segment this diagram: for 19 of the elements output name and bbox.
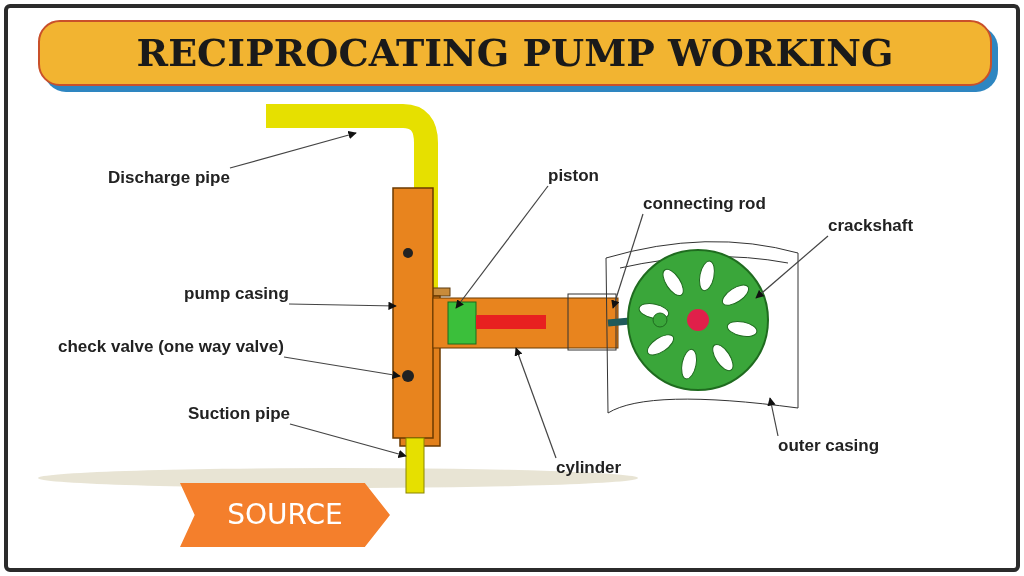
part-label: connecting rod — [643, 194, 766, 214]
leader-line — [514, 347, 557, 459]
leader-line — [755, 235, 829, 299]
leader-line — [611, 213, 644, 309]
part-label: check valve (one way valve) — [58, 337, 284, 357]
leader-line — [455, 185, 549, 309]
leader-line — [767, 397, 779, 437]
leader-line — [283, 356, 401, 379]
part-label: cylinder — [556, 458, 622, 478]
part-label: Discharge pipe — [108, 168, 230, 188]
leader-line — [229, 131, 357, 169]
part-label: Suction pipe — [188, 404, 290, 424]
chevron-label: SOURCE — [180, 483, 390, 547]
part-label: pump casing — [184, 284, 289, 304]
leader-line — [288, 301, 397, 311]
part-label: crackshaft — [828, 216, 914, 236]
leader-line — [289, 423, 407, 459]
part-label: outer casing — [778, 436, 880, 456]
part-label: piston — [548, 166, 599, 186]
